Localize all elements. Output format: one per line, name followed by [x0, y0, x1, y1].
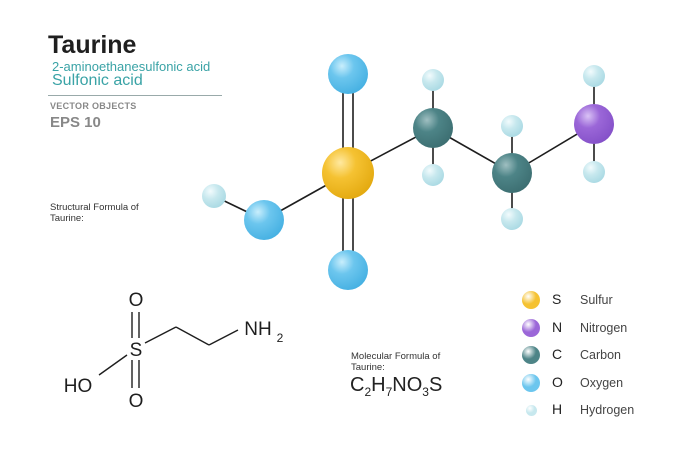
legend-swatch: [522, 319, 540, 337]
legend-item-oxygen: O Oxygen: [520, 373, 680, 393]
legend-symbol: S: [552, 291, 562, 307]
page-title: Taurine: [48, 31, 137, 59]
bond-c2-n: [208, 329, 239, 346]
atom-label-nh: NH: [244, 319, 271, 340]
eps-label: EPS 10: [50, 114, 101, 131]
legend-name: Carbon: [580, 348, 621, 362]
atoms: [202, 54, 614, 290]
iupac-name: 2-aminoethanesulfonic acid: [52, 59, 211, 74]
hydrogen-atom: [583, 161, 605, 183]
legend-item-nitrogen: N Nitrogen: [520, 318, 680, 338]
vector-objects-label: VECTOR OBJECTS: [50, 101, 137, 111]
formula-c: C: [350, 374, 365, 396]
oxygen-atom-hydroxyl: [244, 200, 284, 240]
hydrogen-atom: [583, 65, 605, 87]
atom-label-o-top: O: [129, 290, 144, 311]
legend-item-hydrogen: H Hydrogen: [520, 400, 680, 420]
legend-symbol: N: [552, 319, 563, 335]
legend-symbol: C: [552, 346, 563, 362]
structural-formula: [98, 312, 239, 388]
molecular-formula-label: Molecular Formula of Taurine:: [351, 351, 441, 373]
legend-name: Hydrogen: [580, 403, 635, 417]
formula-c-count: 2: [364, 385, 372, 399]
hydrogen-atom: [422, 164, 444, 186]
sulfur-atom: [322, 147, 374, 199]
oxygen-atom-top: [328, 54, 368, 94]
carbon-atom-2: [492, 153, 532, 193]
hydrogen-atom: [422, 69, 444, 91]
legend-swatch: [522, 346, 540, 364]
legend-name: Sulfur: [580, 293, 613, 307]
hydrogen-atom: [501, 115, 523, 137]
header-divider: [48, 95, 222, 96]
formula-no: NO: [392, 374, 423, 396]
legend-swatch: [526, 405, 537, 416]
legend-symbol: O: [552, 374, 563, 390]
formula-h-count: 7: [385, 385, 393, 399]
carbon-atom-1: [413, 108, 453, 148]
structural-formula-labels: O S O HO NH 2: [64, 290, 284, 412]
structural-formula-label: Structural Formula of Taurine:: [50, 202, 139, 224]
bond-c1-c2: [175, 326, 210, 346]
atom-label-nh-subscript: 2: [277, 331, 284, 345]
legend-swatch: [522, 374, 540, 392]
formula-h: H: [371, 374, 386, 396]
legend-name: Nitrogen: [580, 321, 628, 335]
hydrogen-atom: [202, 184, 226, 208]
oxygen-atom-bottom: [328, 250, 368, 290]
legend-name: Oxygen: [580, 376, 624, 390]
molecular-formula: C2H7NO3S: [350, 374, 442, 399]
formula-s: S: [428, 374, 443, 396]
legend-swatch: [522, 291, 540, 309]
legend-item-sulfur: S Sulfur: [520, 290, 680, 310]
compound-class: Sulfonic acid: [52, 72, 143, 89]
atom-label-s: S: [130, 340, 143, 361]
atom-label-ho: HO: [64, 376, 93, 397]
atom-label-o-bottom: O: [129, 391, 144, 412]
nitrogen-atom: [574, 104, 614, 144]
legend-symbol: H: [552, 401, 563, 417]
hydrogen-atom: [501, 208, 523, 230]
bonds: [213, 76, 595, 270]
bond-s-oh: [98, 354, 128, 376]
formula-o-count: 3: [422, 385, 429, 399]
bond-s-c1: [144, 326, 177, 344]
legend-item-carbon: C Carbon: [520, 345, 680, 365]
